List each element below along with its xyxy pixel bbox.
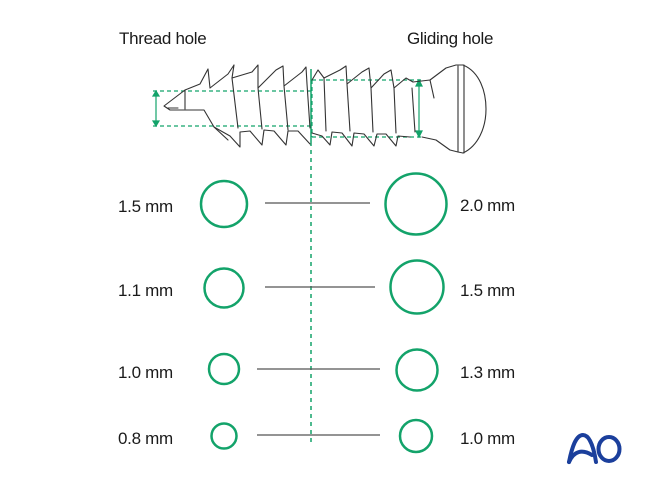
screw-icon xyxy=(163,64,487,154)
thread-size-label-2: 1.1 mm xyxy=(118,281,173,300)
thread-size-label-4: 0.8 mm xyxy=(118,429,173,448)
thread-hole-circle-3 xyxy=(207,352,241,386)
thread-core-guides xyxy=(153,90,311,127)
thread-size-label-3: 1.0 mm xyxy=(118,363,173,382)
thread-hole-heading: Thread hole xyxy=(119,29,207,48)
gliding-size-label-3: 1.3 mm xyxy=(460,363,515,382)
row-connector-lines xyxy=(257,202,380,436)
thread-hole-circle-1 xyxy=(199,179,249,229)
thread-size-label-1: 1.5 mm xyxy=(118,197,173,216)
gliding-size-label-4: 1.0 mm xyxy=(460,429,515,448)
gliding-outer-arrow-icon xyxy=(415,78,423,139)
gliding-hole-circle-3 xyxy=(395,348,439,392)
gliding-hole-circle-2 xyxy=(389,259,445,315)
gliding-size-label-2: 1.5 mm xyxy=(460,281,515,300)
thread-hole-circle-2 xyxy=(203,267,245,309)
gliding-outer-guides xyxy=(311,79,421,138)
ao-logo-icon xyxy=(567,433,622,464)
gliding-hole-circle-1 xyxy=(384,172,448,236)
gliding-size-label-1: 2.0 mm xyxy=(460,196,515,215)
gliding-hole-heading: Gliding hole xyxy=(407,29,494,48)
thread-core-arrow-icon xyxy=(151,89,161,128)
gliding-hole-circle-4 xyxy=(398,418,434,454)
thread-hole-circle-4 xyxy=(210,422,238,450)
